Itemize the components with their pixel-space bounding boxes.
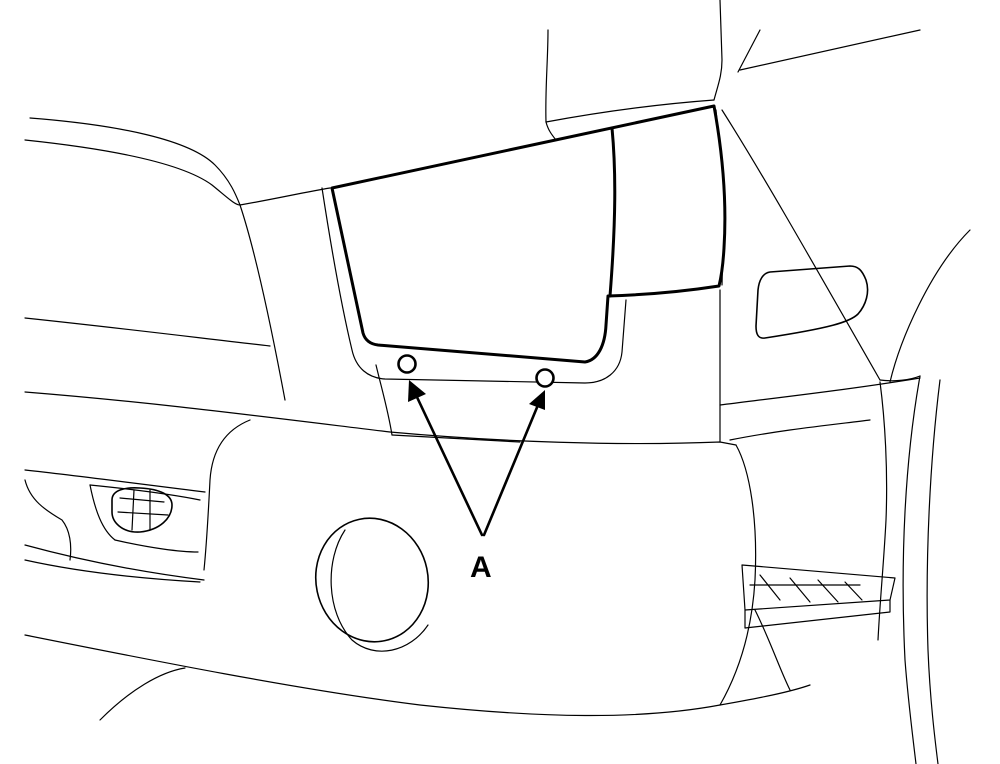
headlamp-inner-edge [608, 126, 617, 298]
lower-grille [24, 469, 206, 583]
tow-hook-cover [111, 487, 173, 533]
mounting-bolt-left [397, 354, 417, 374]
side-step [741, 564, 896, 629]
fog-lamp [314, 517, 430, 652]
front-bumper [24, 391, 811, 721]
mounting-bolt-right [535, 368, 555, 388]
callout-arrow-left [408, 380, 484, 537]
hood-outline [24, 0, 921, 206]
callout-label-a: A [470, 551, 492, 584]
callout-arrow-right [482, 390, 545, 537]
side-marker-lamp [755, 265, 869, 339]
fender-outline [719, 109, 971, 764]
headlamp-assembly [330, 104, 727, 364]
grille-outline [24, 204, 286, 401]
